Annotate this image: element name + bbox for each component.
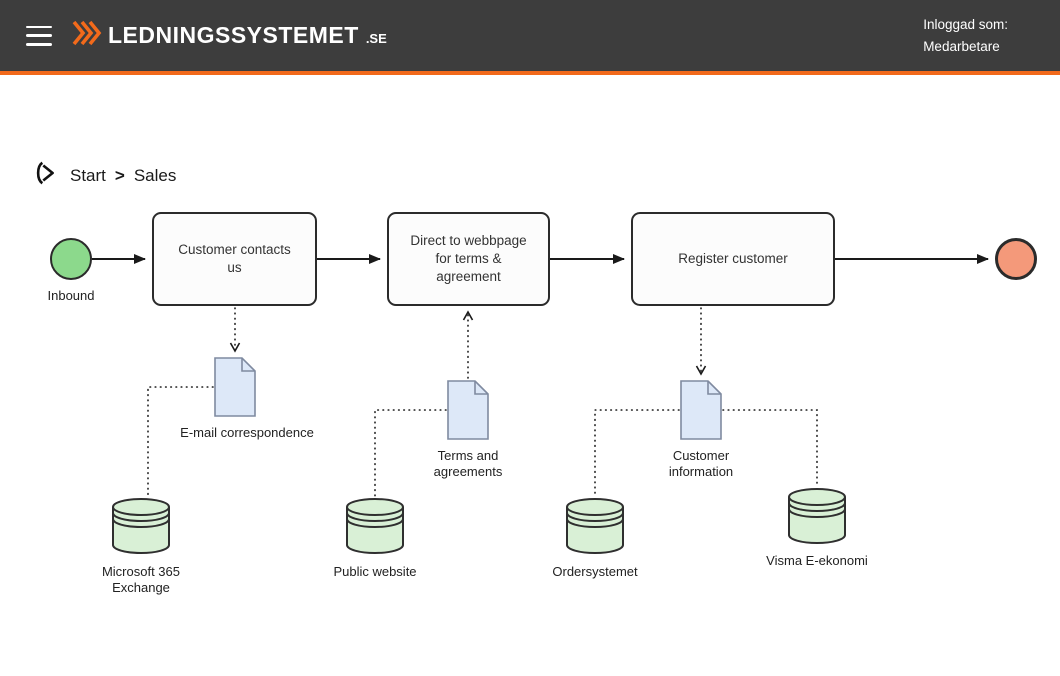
document-icon [680, 380, 722, 440]
task-label: Register customer [678, 250, 788, 266]
breadcrumb-separator: > [114, 165, 125, 185]
top-bar: LEDNINGSSYSTEMET .SE Inloggad som: Medarb… [0, 0, 1060, 75]
login-label: Inloggad som: [923, 16, 1008, 32]
document-terms-and-agreements[interactable] [447, 380, 489, 445]
database-icon [788, 487, 846, 545]
database-public-website[interactable] [346, 497, 404, 559]
login-user: Medarbetare [923, 38, 1000, 54]
document-label: Terms and agreements [433, 448, 503, 480]
document-label: Customer information [668, 448, 734, 480]
database-visma-e-ekonomi[interactable] [788, 487, 846, 549]
logo[interactable]: LEDNINGSSYSTEMET .SE [72, 20, 387, 51]
logo-suffix: .SE [365, 31, 387, 46]
document-email-correspondence[interactable] [214, 357, 256, 422]
task-register-customer[interactable]: Register customer [631, 212, 835, 306]
database-label: Ordersystemet [552, 564, 638, 579]
process-map-icon [33, 159, 61, 192]
database-icon [566, 497, 624, 555]
task-direct-to-webbpage[interactable]: Direct to webbpage for terms & agreement [387, 212, 550, 306]
database-icon [112, 497, 170, 555]
task-customer-contacts-us[interactable]: Customer contacts us [152, 212, 317, 306]
logo-text: LEDNINGSSYSTEMET [108, 22, 359, 48]
database-microsoft-365-exchange[interactable] [112, 497, 170, 559]
database-label: Public website [333, 564, 417, 579]
task-label: Customer contacts us [178, 241, 291, 275]
breadcrumb: Start > Sales [33, 159, 176, 192]
start-event-label: Inbound [47, 288, 95, 303]
breadcrumb-item-start[interactable]: Start [70, 165, 106, 185]
breadcrumb-item-sales[interactable]: Sales [133, 165, 177, 185]
document-icon [447, 380, 489, 440]
document-icon [214, 357, 256, 417]
database-icon [346, 497, 404, 555]
document-label: E-mail correspondence [180, 425, 314, 440]
assoc-doc1-to-db1 [147, 386, 214, 497]
database-label: Visma E-ekonomi [766, 553, 868, 568]
hamburger-menu-icon[interactable] [26, 25, 52, 46]
document-customer-information[interactable] [680, 380, 722, 445]
logo-chevrons-icon [72, 20, 102, 51]
database-ordersystemet[interactable] [566, 497, 624, 559]
start-event-inbound[interactable] [50, 238, 92, 280]
task-label: Direct to webbpage for terms & agreement [410, 232, 527, 285]
login-info: Inloggad som: Medarbetare [923, 14, 1008, 57]
end-event[interactable] [995, 238, 1037, 280]
database-label: Microsoft 365 Exchange [101, 564, 181, 596]
